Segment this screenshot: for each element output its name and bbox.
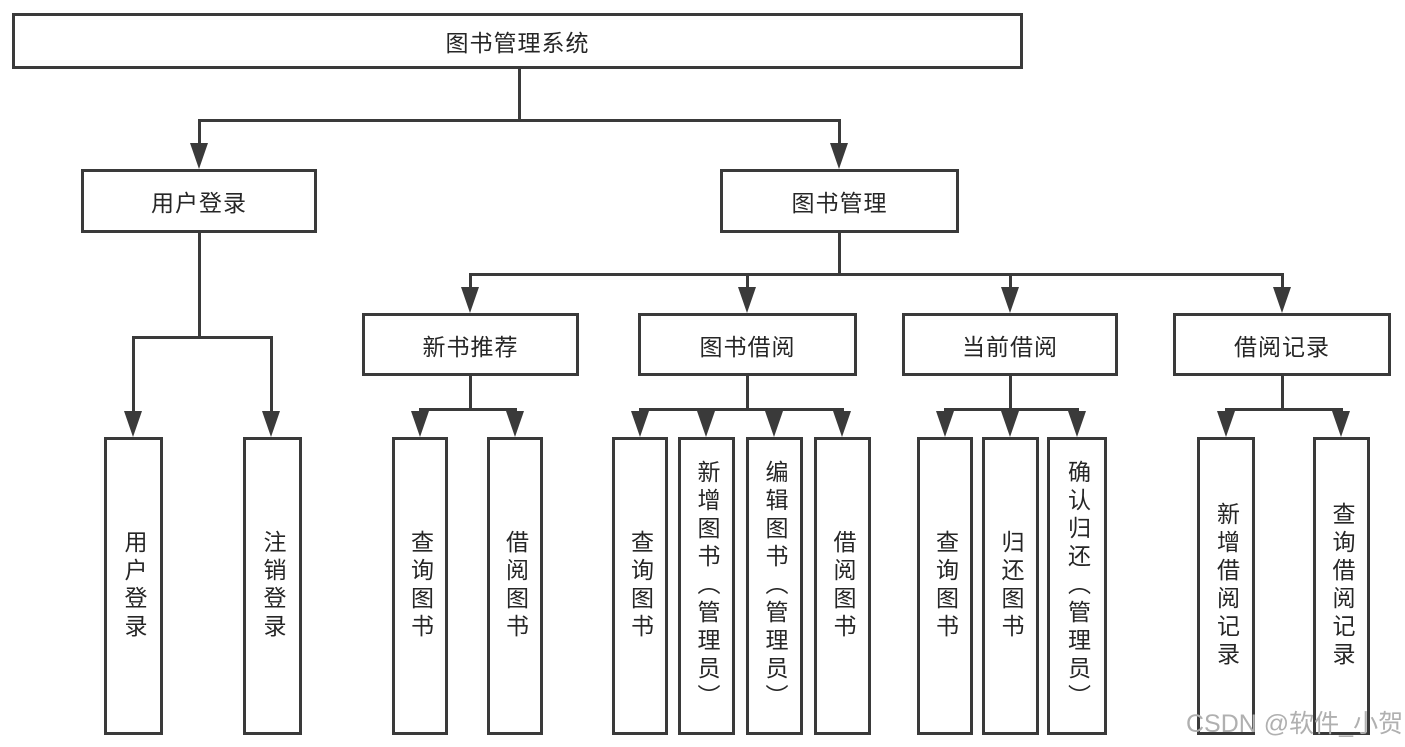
connector bbox=[132, 336, 135, 413]
leaf-add-borrow-record-label: 新增借阅记录 bbox=[1213, 502, 1240, 670]
arrow-down-icon bbox=[190, 143, 208, 169]
leaf-query-books: 查询图书 bbox=[392, 437, 448, 735]
arrow-down-icon bbox=[506, 411, 524, 437]
connector bbox=[270, 336, 273, 413]
leaf-add-borrow-record: 新增借阅记录 bbox=[1197, 437, 1255, 735]
leaf-logout-label: 注销登录 bbox=[260, 530, 286, 642]
connector bbox=[944, 408, 1079, 411]
csdn-watermark: CSDN @软件_小贺同学 bbox=[1186, 710, 1405, 738]
node-user-login-label: 用户登录 bbox=[151, 190, 247, 216]
connector bbox=[469, 273, 472, 289]
leaf-logout: 注销登录 bbox=[243, 437, 302, 735]
node-current-borrow-label: 当前借阅 bbox=[962, 333, 1058, 360]
arrow-down-icon bbox=[262, 411, 280, 437]
connector bbox=[1009, 273, 1012, 289]
leaf-query-books-label: 查询图书 bbox=[407, 530, 434, 642]
node-current-borrow: 当前借阅 bbox=[902, 313, 1118, 376]
arrow-down-icon bbox=[1217, 411, 1235, 437]
arrow-down-icon bbox=[936, 411, 954, 437]
node-root: 图书管理系统 bbox=[12, 13, 1023, 69]
node-borrow-records-label: 借阅记录 bbox=[1234, 333, 1330, 360]
arrow-down-icon bbox=[697, 411, 715, 437]
leaf-user-login-label: 用户登录 bbox=[121, 530, 147, 642]
leaf-borrow-books: 借阅图书 bbox=[814, 437, 871, 735]
leaf-query-borrow-record-label: 查询借阅记录 bbox=[1329, 502, 1355, 670]
leaf-borrow-books-label: 借阅图书 bbox=[830, 530, 856, 642]
node-user-login: 用户登录 bbox=[81, 169, 317, 233]
connector bbox=[746, 273, 749, 289]
arrow-down-icon bbox=[411, 411, 429, 437]
leaf-add-book-admin-label: 新增图书（管理员） bbox=[694, 460, 720, 712]
leaf-confirm-return-admin: 确认归还（管理员） bbox=[1047, 437, 1107, 735]
arrow-down-icon bbox=[738, 287, 756, 313]
leaf-return-books: 归还图书 bbox=[982, 437, 1039, 735]
leaf-query-borrow-record: 查询借阅记录 bbox=[1313, 437, 1370, 735]
connector bbox=[198, 233, 201, 338]
node-book-borrow-label: 图书借阅 bbox=[699, 333, 796, 360]
arrow-down-icon bbox=[1001, 411, 1019, 437]
connector bbox=[518, 69, 521, 121]
leaf-query-books: 查询图书 bbox=[917, 437, 973, 735]
connector bbox=[1281, 273, 1284, 289]
arrow-down-icon bbox=[830, 143, 848, 169]
node-book-borrow: 图书借阅 bbox=[638, 313, 857, 376]
arrow-down-icon bbox=[765, 411, 783, 437]
leaf-query-books: 查询图书 bbox=[612, 437, 668, 735]
leaf-borrow-books: 借阅图书 bbox=[487, 437, 543, 735]
node-book-management-label: 图书管理 bbox=[791, 190, 888, 216]
connector bbox=[1009, 376, 1012, 410]
node-root-label: 图书管理系统 bbox=[445, 30, 590, 56]
connector bbox=[1281, 376, 1284, 410]
connector bbox=[838, 119, 841, 147]
arrow-down-icon bbox=[1273, 287, 1291, 313]
connector bbox=[746, 376, 749, 410]
arrow-down-icon bbox=[1001, 287, 1019, 313]
connector bbox=[198, 119, 201, 147]
connector bbox=[838, 233, 841, 275]
leaf-edit-book-admin: 编辑图书（管理员） bbox=[746, 437, 803, 735]
connector bbox=[419, 408, 517, 411]
node-new-book-recommend: 新书推荐 bbox=[362, 313, 579, 376]
leaf-return-books-label: 归还图书 bbox=[998, 530, 1024, 642]
arrow-down-icon bbox=[461, 287, 479, 313]
arrow-down-icon bbox=[1068, 411, 1086, 437]
leaf-borrow-books-label: 借阅图书 bbox=[502, 530, 529, 642]
node-new-book-recommend-label: 新书推荐 bbox=[422, 333, 519, 360]
node-borrow-records: 借阅记录 bbox=[1173, 313, 1391, 376]
arrow-down-icon bbox=[631, 411, 649, 437]
leaf-query-books-label: 查询图书 bbox=[932, 530, 959, 642]
leaf-user-login: 用户登录 bbox=[104, 437, 163, 735]
leaf-confirm-return-admin-label: 确认归还（管理员） bbox=[1064, 460, 1091, 712]
connector bbox=[469, 273, 1284, 276]
arrow-down-icon bbox=[124, 411, 142, 437]
leaf-query-books-label: 查询图书 bbox=[627, 530, 654, 642]
leaf-edit-book-admin-label: 编辑图书（管理员） bbox=[762, 460, 788, 712]
connector bbox=[639, 408, 844, 411]
connector bbox=[1225, 408, 1343, 411]
connector bbox=[198, 119, 841, 122]
arrow-down-icon bbox=[833, 411, 851, 437]
connector bbox=[469, 376, 472, 410]
connector bbox=[132, 336, 273, 339]
arrow-down-icon bbox=[1332, 411, 1350, 437]
leaf-add-book-admin: 新增图书（管理员） bbox=[678, 437, 735, 735]
node-book-management: 图书管理 bbox=[720, 169, 959, 233]
